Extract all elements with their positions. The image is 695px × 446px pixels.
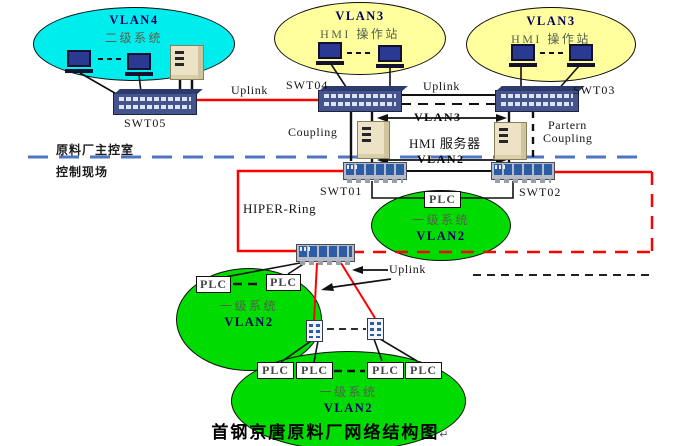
vlan3-label: VLAN3 <box>526 14 576 28</box>
uplink-ring-smallswitch1-red <box>313 262 318 321</box>
monitor-icon <box>511 44 535 61</box>
vlan2-label: VLAN2 <box>323 401 374 415</box>
workstation-icon <box>124 53 154 76</box>
link-swt02-plcmid <box>460 181 514 199</box>
switch-swt02-icon <box>491 162 555 183</box>
vlan4-label: VLAN4 <box>109 13 159 27</box>
swt04-label: SWT04 <box>286 78 329 92</box>
link-ss2-plcb4 <box>379 338 418 362</box>
link-ss1-plcb1 <box>280 340 312 363</box>
vlan3-arrowhead-right <box>496 114 507 122</box>
hmi-server-label: HMI 服务器 <box>409 136 481 151</box>
hiper-ring-left-red <box>236 169 343 253</box>
swt03-label: SWT03 <box>573 83 616 97</box>
monitor-icon <box>127 53 151 70</box>
uplink-ring-smallswitch2-red <box>340 262 376 319</box>
link-ss2-plcb3 <box>373 338 383 362</box>
hmi-station-label: HMI 操作站 <box>511 32 591 46</box>
uplink-arrowhead2 <box>321 283 334 291</box>
uplink-label-bottom: Uplink <box>389 262 426 276</box>
uplink-arrowhead1 <box>352 266 363 274</box>
keyboard-icon <box>125 72 153 76</box>
monitor-icon <box>67 50 91 67</box>
workstation-icon <box>566 44 596 67</box>
plc-box: PLC <box>367 362 404 379</box>
hmi-server1-icon <box>357 121 390 159</box>
switch-swt03-icon <box>495 90 579 112</box>
coupling-label: Coupling <box>288 125 338 139</box>
ring-switch-icon <box>296 244 355 265</box>
monitor-icon <box>318 42 342 59</box>
hmi-station-label: HMI 操作站 <box>320 27 400 41</box>
hmi-server2-icon <box>494 122 527 160</box>
monitor-icon <box>569 44 593 61</box>
link-ring-plcleft1 <box>224 262 301 278</box>
vlan3-link-label: VLAN3 <box>414 110 462 124</box>
vlan3-label: VLAN3 <box>335 9 385 23</box>
vlan3-hmi-left-ellipse: VLAN3 HMI 操作站 <box>274 2 446 75</box>
workstation-icon <box>64 50 94 73</box>
level2-system-label: 二级系统 <box>104 31 163 45</box>
zone-control-room-label: 原料厂主控室 <box>56 143 135 157</box>
workstation-icon <box>508 44 538 67</box>
swt01-label: SWT01 <box>320 184 363 198</box>
plc-box: PLC <box>257 362 294 379</box>
keyboard-icon <box>316 61 344 65</box>
partern-coupling-label-line1: Partern <box>548 118 587 132</box>
monitor-icon <box>378 45 402 62</box>
zone-field-label: 控制现场 <box>56 165 109 179</box>
diagram-title-row: 首钢京唐原料厂网络结构图↵ <box>150 418 510 443</box>
level2-server-icon <box>170 45 204 80</box>
switch-swt05-icon <box>113 93 197 115</box>
hiper-ring-label: HIPER-Ring <box>243 201 317 216</box>
vlan3-arrowhead-left <box>377 114 388 122</box>
uplink-annotation-line2 <box>326 278 392 289</box>
uplink-label-top-right: Uplink <box>423 79 460 93</box>
vlan3-hmi-right-ellipse: VLAN3 HMI 操作站 <box>466 7 636 82</box>
vlan2-label: VLAN2 <box>224 315 274 329</box>
diagram-title: 首钢京唐原料厂网络结构图 <box>211 423 440 442</box>
plc-box: PLC <box>266 274 301 291</box>
level1-system-label: 一级系统 <box>319 385 378 399</box>
return-mark: ↵ <box>439 429 449 441</box>
vlan2-link-label: VLAN2 <box>417 152 465 166</box>
keyboard-icon <box>65 69 93 73</box>
swt02-label: SWT02 <box>519 185 562 199</box>
plc-box: PLC <box>296 362 333 379</box>
keyboard-icon <box>376 64 404 68</box>
uplink-label-top-left: Uplink <box>231 83 268 97</box>
field-switch2-icon <box>367 318 384 340</box>
vlan2-label: VLAN2 <box>416 229 466 243</box>
plc-box: PLC <box>196 276 231 293</box>
link-ss1-plcb2 <box>313 340 319 363</box>
plc-box: PLC <box>424 191 461 208</box>
partern-coupling-label-line2: Coupling <box>543 131 593 145</box>
keyboard-icon <box>567 63 595 67</box>
level1-system-label: 一级系统 <box>411 213 470 227</box>
field-switch1-icon <box>306 320 323 342</box>
keyboard-icon <box>509 63 537 67</box>
switch-swt04-icon <box>318 90 402 112</box>
swt05-label: SWT05 <box>124 116 167 130</box>
workstation-icon <box>315 42 345 65</box>
workstation-icon <box>375 45 405 68</box>
plc-box: PLC <box>405 362 442 379</box>
switch-swt01-icon <box>343 162 407 183</box>
link-swt01-plcmid <box>371 181 424 199</box>
level1-system-label: 一级系统 <box>219 299 278 313</box>
